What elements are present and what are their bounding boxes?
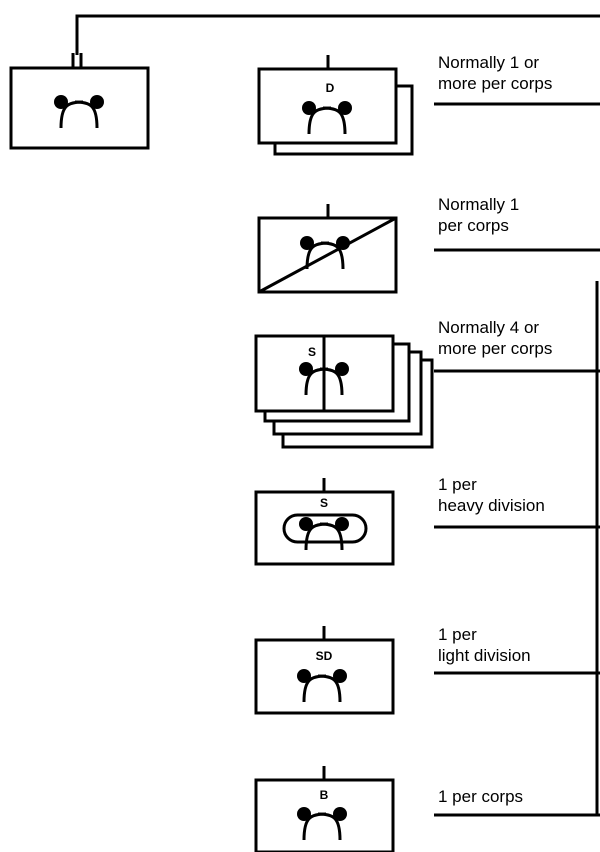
unit-symbol-light-support: SD xyxy=(254,626,395,715)
marking-s-oval: S xyxy=(320,496,328,510)
unit-symbol-diagonal xyxy=(257,204,398,294)
marking-d: D xyxy=(326,81,335,95)
caption-light-support: 1 per light division xyxy=(438,624,531,666)
caption-line: Normally 1 or xyxy=(438,53,540,72)
marking-s: S xyxy=(308,345,316,359)
marking-b: B xyxy=(320,788,329,802)
caption-heavy-support: 1 per heavy division xyxy=(438,474,545,516)
caption-line: 1 per xyxy=(438,625,477,644)
caption-line: 1 per xyxy=(438,475,477,494)
caption-line: heavy division xyxy=(438,496,545,515)
caption-direct-support: Normally 1 or more per corps xyxy=(438,52,552,94)
caption-line: light division xyxy=(438,646,531,665)
connector-lines xyxy=(75,14,600,817)
caption-line: more per corps xyxy=(438,74,553,93)
caption-line: per corps xyxy=(438,216,509,235)
caption-line: Normally 1 xyxy=(438,195,520,214)
unit-symbol-direct-support: D xyxy=(257,55,414,156)
caption-diagonal: Normally 1 per corps xyxy=(438,194,519,236)
caption-b-unit: 1 per corps xyxy=(438,786,523,807)
marking-sd: SD xyxy=(316,649,333,663)
unit-symbol-supply: S xyxy=(254,334,434,449)
unit-symbol-b: B xyxy=(254,766,395,852)
unit-symbol-heavy-support: S xyxy=(254,478,395,566)
caption-line: more per corps xyxy=(438,339,553,358)
top-bus-line xyxy=(75,14,600,55)
caption-line: Normally 4 or xyxy=(438,318,540,337)
unit-symbol-corps-hq xyxy=(9,53,150,150)
caption-line: 1 per corps xyxy=(438,787,524,806)
caption-supply: Normally 4 or more per corps xyxy=(438,317,552,359)
